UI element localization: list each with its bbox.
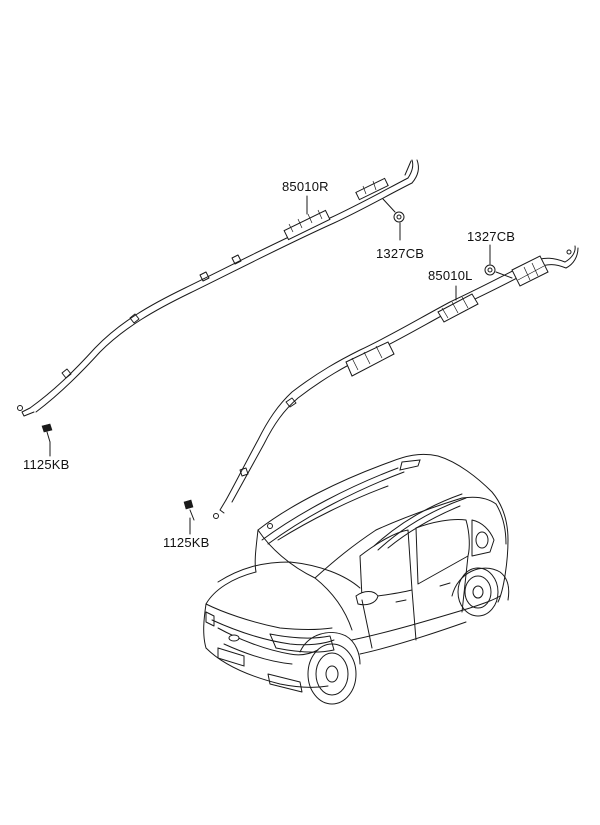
- left-curtain-airbag-85010L: [213, 245, 579, 519]
- label-1125KB-left: 1125KB: [163, 535, 210, 550]
- label-1327CB-right: 1327CB: [376, 246, 425, 261]
- bolt-1125KB-left: [183, 499, 195, 535]
- label-85010L: 85010L: [428, 268, 473, 283]
- bolt-1125KB-right: [41, 423, 53, 457]
- right-curtain-airbag-85010R: [17, 159, 419, 417]
- label-1327CB-left: 1327CB: [467, 229, 516, 244]
- label-85010R: 85010R: [282, 179, 329, 194]
- nut-1327CB-left: [484, 244, 513, 279]
- label-1125KB-right: 1125KB: [23, 457, 70, 472]
- nut-1327CB-right: [382, 198, 405, 241]
- vehicle-illustration: [203, 453, 510, 705]
